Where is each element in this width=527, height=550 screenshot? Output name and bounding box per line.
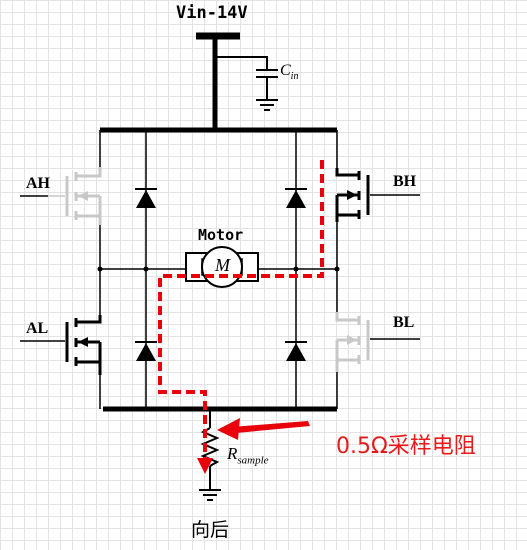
sense-ground-icon bbox=[199, 489, 221, 501]
bottom-caption: 向后 bbox=[191, 519, 230, 541]
motor-symbol: M bbox=[215, 255, 230, 275]
diode-a-high-icon bbox=[135, 188, 157, 208]
resistor-subscript: sample bbox=[237, 454, 269, 467]
diode-a-low-icon bbox=[135, 341, 157, 361]
capacitor-subscript: in bbox=[290, 71, 299, 83]
junction-dots bbox=[97, 266, 340, 272]
diode-b-low-icon bbox=[285, 341, 307, 361]
diode-b-high-icon bbox=[285, 188, 307, 208]
gate-label-ah: AH bbox=[26, 175, 50, 192]
current-arrow-icon bbox=[197, 458, 213, 474]
capacitor-ground-icon bbox=[256, 99, 278, 111]
gate-label-bh: BH bbox=[393, 173, 417, 190]
gate-lead-lines bbox=[20, 195, 48, 342]
supply-connection bbox=[196, 32, 240, 130]
input-capacitor bbox=[215, 56, 278, 100]
resistor-symbol: R bbox=[227, 444, 238, 463]
resistor-label: Rsample bbox=[227, 444, 269, 466]
gate-label-bl: BL bbox=[393, 314, 415, 331]
gate-label-al: AL bbox=[26, 320, 49, 337]
left-leg-wires bbox=[99, 130, 186, 409]
sample-resistor-annotation: 0.5Ω采样电阻 bbox=[336, 434, 476, 459]
capacitor-label: Cin bbox=[280, 62, 298, 82]
mosfet-ah-icon bbox=[48, 167, 102, 225]
capacitor-symbol: C bbox=[280, 62, 291, 79]
annotation-arrow-icon bbox=[217, 418, 310, 440]
current-path bbox=[158, 160, 324, 460]
mosfet-al-icon bbox=[48, 315, 102, 375]
mosfet-bh-icon bbox=[335, 168, 420, 222]
motor-label: Motor bbox=[198, 226, 244, 244]
supply-voltage-label: Vin-14V bbox=[176, 3, 248, 23]
mosfet-bl-icon bbox=[335, 312, 420, 372]
